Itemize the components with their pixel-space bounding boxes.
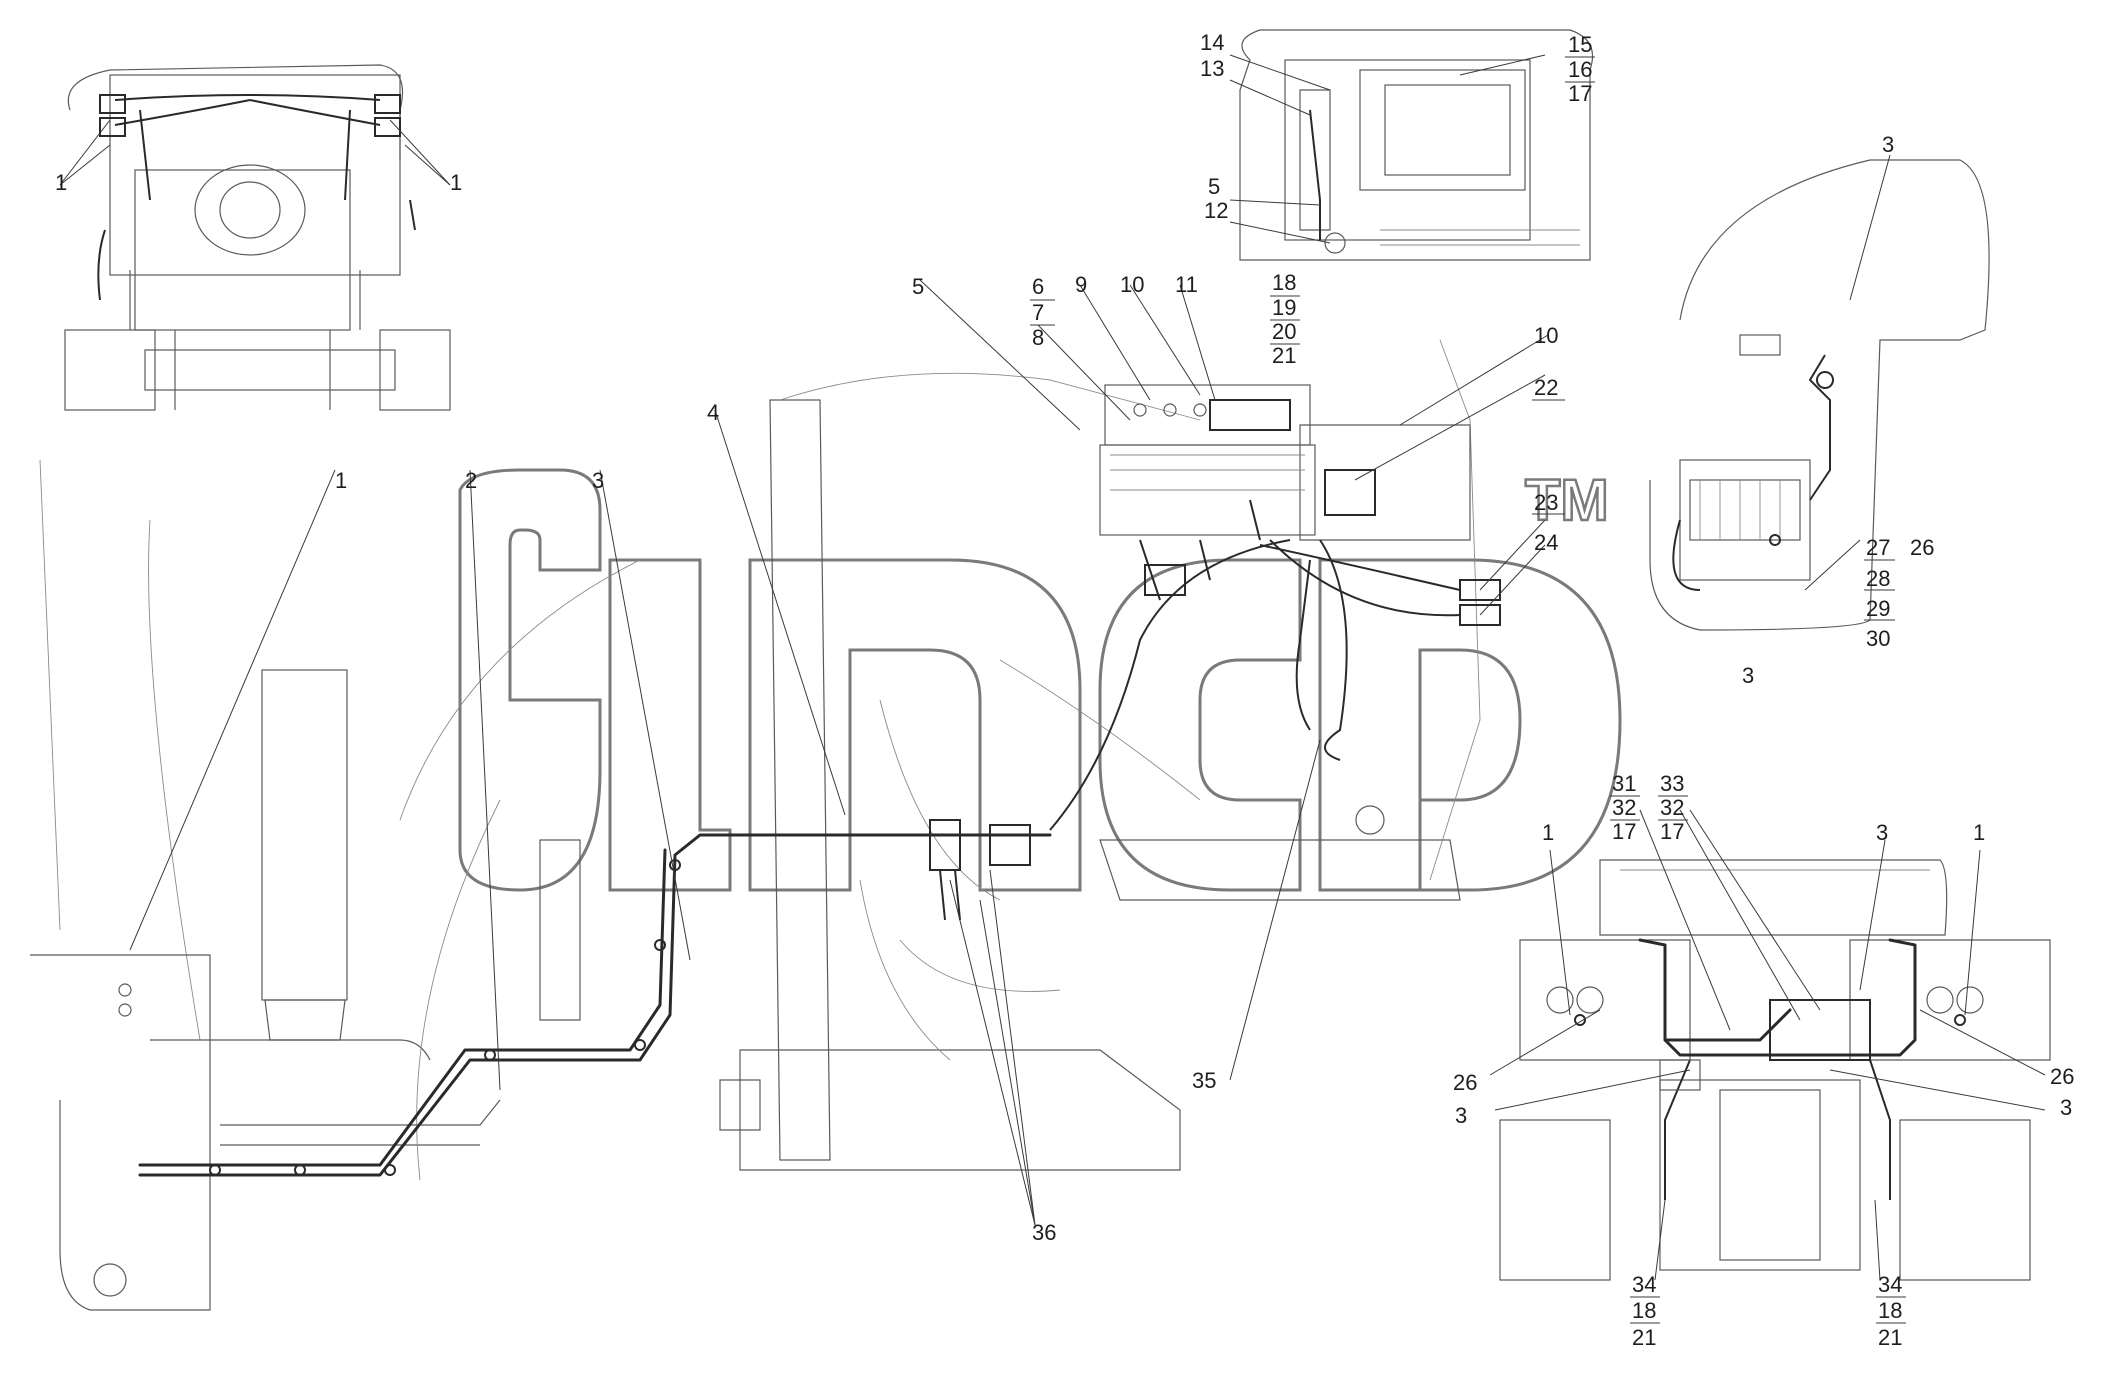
callout-33: 33 (1660, 771, 1684, 796)
callout-13: 13 (1200, 56, 1224, 81)
callout-34-left: 34 (1632, 1272, 1656, 1297)
callout-23: 23 (1534, 490, 1558, 515)
callout-15: 15 (1568, 32, 1592, 57)
callout-9: 9 (1075, 272, 1087, 297)
callout-3-hitch-top: 3 (1876, 820, 1888, 845)
callout-3-side-bottom: 3 (1742, 663, 1754, 688)
callout-6: 6 (1032, 274, 1044, 299)
callout-29: 29 (1866, 596, 1890, 621)
callout-32-left: 32 (1612, 795, 1636, 820)
callout-21-left: 21 (1632, 1325, 1656, 1350)
callout-17-top: 17 (1568, 81, 1592, 106)
callout-31: 31 (1612, 771, 1636, 796)
callout-32-right: 32 (1660, 795, 1684, 820)
callout-1-main: 1 (335, 468, 347, 493)
callout-10-right: 10 (1534, 323, 1558, 348)
main-tractor-view (30, 339, 1481, 1311)
callout-26-side: 26 (1910, 535, 1934, 560)
hydraulic-hoses (138, 539, 1501, 1177)
callout-21-right: 21 (1878, 1325, 1902, 1350)
callout-35: 35 (1192, 1068, 1216, 1093)
callout-34-right: 34 (1878, 1272, 1902, 1297)
inset-valve-block (1649, 154, 1990, 631)
callout-26-hitch-left: 26 (1453, 1070, 1477, 1095)
callout-14: 14 (1200, 30, 1224, 55)
callout-18-top: 18 (1272, 270, 1296, 295)
callout-26-hitch-right: 26 (2050, 1064, 2074, 1089)
callout-1-rear-left: 1 (55, 170, 67, 195)
callout-19: 19 (1272, 295, 1296, 320)
callout-5-top: 5 (1208, 174, 1220, 199)
callout-18-right: 18 (1878, 1298, 1902, 1323)
inset-control-box (1229, 29, 1594, 261)
callout-18-left: 18 (1632, 1298, 1656, 1323)
callout-1-hitch-left: 1 (1542, 820, 1554, 845)
callout-7: 7 (1032, 300, 1044, 325)
inset-rear-view (59, 64, 451, 411)
callout-30: 30 (1866, 626, 1890, 651)
callout-16: 16 (1568, 57, 1592, 82)
callout-20: 20 (1272, 319, 1296, 344)
callout-12: 12 (1204, 198, 1228, 223)
main-view-leaders (129, 279, 1549, 1226)
callout-3-main: 3 (592, 468, 604, 493)
callout-10-panel: 10 (1120, 272, 1144, 297)
callout-3-hitch-right: 3 (2060, 1095, 2072, 1120)
callout-4: 4 (707, 400, 719, 425)
callout-3-side-top: 3 (1882, 132, 1894, 157)
callout-2: 2 (465, 468, 477, 493)
watermark-tm-mark: TM (1525, 468, 1609, 533)
callout-5-main: 5 (912, 274, 924, 299)
callout-24: 24 (1534, 530, 1558, 555)
inset-rear-hitch (1489, 809, 2051, 1281)
callout-1-rear-right: 1 (450, 170, 462, 195)
brand-watermark: TM (458, 467, 1622, 892)
callout-1-hitch-right: 1 (1973, 820, 1985, 845)
callout-8: 8 (1032, 325, 1044, 350)
callout-17-hitch-right: 17 (1660, 819, 1684, 844)
callout-11: 11 (1175, 272, 1198, 297)
callout-27: 27 (1866, 535, 1890, 560)
callout-22: 22 (1534, 375, 1558, 400)
callout-36: 36 (1032, 1220, 1056, 1245)
callout-21-top: 21 (1272, 343, 1296, 368)
callout-28: 28 (1866, 566, 1890, 591)
callout-3-hitch-left: 3 (1455, 1103, 1467, 1128)
control-panel (1099, 384, 1316, 601)
callout-17-hitch-left: 17 (1612, 819, 1636, 844)
callout-underlines (1030, 56, 1906, 1324)
